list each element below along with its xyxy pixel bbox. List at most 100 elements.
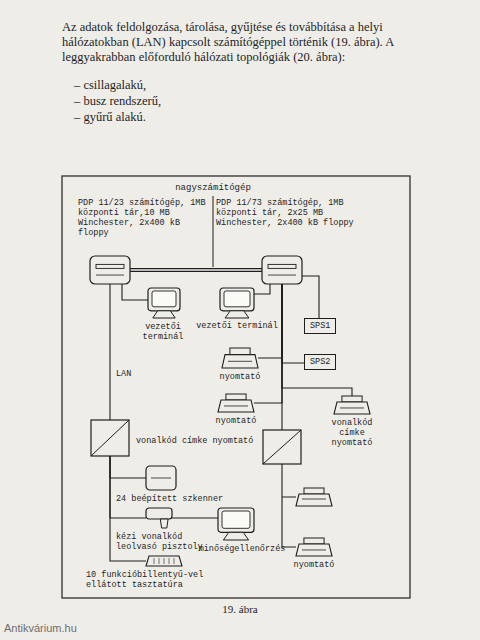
panel-line (96, 275, 124, 276)
quality-terminal: minőségellenőrzés (218, 508, 254, 540)
printer-symbol (334, 396, 370, 414)
diagram-frame (62, 176, 410, 598)
connector-group (282, 284, 296, 547)
panel-line (268, 275, 296, 276)
monitor-case (218, 508, 254, 532)
scanner-body (146, 466, 176, 490)
scanner: 24 beépített szkenner (146, 466, 176, 490)
monitor-base (153, 311, 175, 318)
printer-slot (302, 549, 326, 550)
connector-group (254, 284, 270, 294)
network-line (172, 517, 218, 518)
group-heading: nagyszámítógép (164, 183, 262, 194)
printer: nyomtató (222, 348, 258, 368)
box-label: SPS1 (310, 321, 330, 331)
device-label: vonalkód címke nyomtató (136, 436, 262, 446)
printer-icon (222, 348, 258, 368)
network-line (110, 456, 146, 478)
device-label: nyomtató (289, 560, 339, 570)
box-label: SPS2 (310, 357, 330, 367)
printer-icon (218, 394, 254, 412)
mainframe-lead-line (213, 196, 214, 267)
double-line-gap (130, 269, 262, 271)
connector-group (110, 456, 146, 478)
comp-symbol (90, 256, 130, 284)
barcode-pistol-icon (146, 508, 172, 528)
watermark: Antikvárium.hu (4, 622, 124, 635)
device-label: 24 beépített szkenner (116, 494, 228, 504)
barcode-label-printer-icon (334, 396, 370, 414)
device-label: nyomtató (215, 372, 265, 382)
printer: nyomtató (296, 538, 332, 556)
keyboard: 10 funkcióbillentyű-vel ellátott tasztat… (146, 556, 182, 566)
rbox-symbol (146, 466, 176, 490)
drive-slot (96, 264, 124, 268)
monitor-base (225, 311, 249, 318)
network-line (122, 284, 148, 300)
printer-symbol (218, 394, 254, 412)
converter-body (263, 430, 301, 464)
monitor-screen (222, 511, 250, 528)
barcode-label-printer: vonalkód címke nyomtató (334, 396, 370, 414)
keyboard-symbol (146, 556, 182, 566)
printer-body (222, 355, 258, 368)
printer-slot (228, 361, 252, 362)
printer-body (334, 402, 370, 414)
device-label: vezetői terminál (194, 321, 280, 331)
list-item: – busz rendszerű, (74, 94, 274, 109)
barcode-label-printer: vonalkód címke nyomtató (91, 420, 129, 456)
printer-body (296, 494, 332, 506)
monitor-case (220, 288, 254, 311)
list-item: – gyűrű alakú. (74, 110, 274, 125)
connector-group (122, 284, 148, 300)
drive-slot (268, 264, 296, 268)
key-row (164, 558, 165, 564)
monitor-base (223, 532, 248, 540)
connector-group (282, 284, 352, 396)
list-item: – csillagalakú, (74, 78, 274, 93)
minicomputer: PDP 11/23 számítógép, 1MB központi tár,1… (90, 256, 130, 284)
cabinet-body (90, 256, 130, 284)
connector-group (282, 284, 304, 363)
quality-terminal-icon (218, 508, 254, 540)
scanner-window (151, 478, 171, 479)
barcode-pistol: kézi vonalkód leolvasó pisztoly (146, 508, 172, 528)
printer-paper (304, 488, 324, 494)
cabinet-body (262, 256, 302, 284)
printer-body (296, 544, 332, 556)
plc-box: SPS1 (304, 318, 336, 334)
printer-wire (282, 497, 296, 498)
body-paragraph: Az adatok feldolgozása, tárolása, gyűjté… (62, 20, 438, 65)
printer: nyomtató (218, 394, 254, 412)
network-line (254, 284, 282, 403)
monitor-symbol (148, 288, 180, 318)
connector-group (172, 518, 218, 519)
pistol-head (146, 508, 172, 519)
keyboard-icon (146, 556, 182, 566)
device-label: vonalkód címke nyomtató (322, 418, 382, 448)
device-label: nyomtató (211, 416, 261, 426)
keyboard-body (146, 556, 182, 566)
barcode-label-printer-icon (91, 420, 129, 456)
minicomputer-icon (90, 256, 130, 284)
monitor-case (148, 288, 180, 311)
pistol-grip (160, 519, 168, 528)
connector-group (254, 284, 282, 403)
scanner-icon (146, 466, 176, 490)
network-line (254, 284, 270, 294)
manager-terminal: vezetői terminál (220, 288, 254, 318)
connector-group (110, 284, 111, 420)
printer-paper (342, 396, 362, 402)
monitor-symbol (218, 508, 254, 540)
printer-body (218, 400, 254, 412)
conv-symbol (91, 420, 129, 456)
manager-terminal-icon (220, 288, 254, 318)
connector-group (302, 276, 319, 318)
connector-group (110, 456, 146, 518)
minicomputer-icon (262, 256, 302, 284)
monitor-screen (152, 291, 176, 307)
key-row (174, 558, 175, 564)
printer-paper (304, 538, 324, 544)
converter-body (91, 420, 129, 456)
converter-diagonal (263, 430, 301, 464)
